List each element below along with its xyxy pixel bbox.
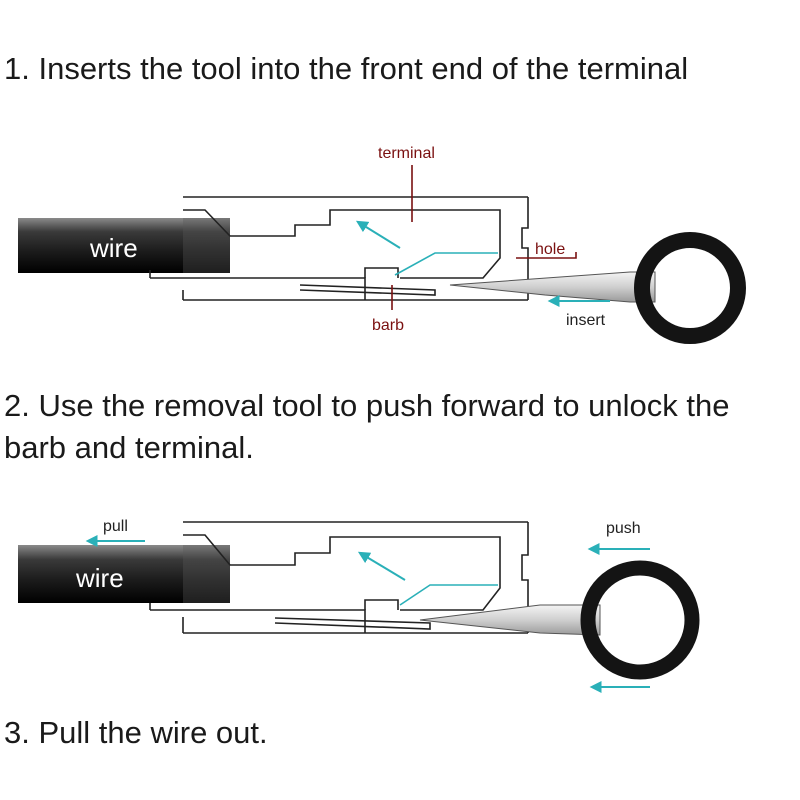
unlock-arrow-icon — [355, 220, 401, 249]
wire: wire — [18, 545, 230, 603]
connector-housing — [182, 196, 529, 301]
insert-label: insert — [566, 312, 606, 329]
hole-label: hole — [535, 241, 565, 258]
terminal — [149, 534, 501, 633]
hole-callout-line — [516, 252, 577, 259]
diagram-insert-tool: wire terminal hole barb insert — [18, 145, 746, 344]
pull-label: pull — [103, 518, 128, 535]
tool-ring-icon — [634, 232, 746, 344]
push-label: push — [606, 520, 641, 537]
step-3-instruction: 3. Pull the wire out. — [4, 715, 268, 750]
step-2-instruction: 2. Use the removal tool to push forward … — [4, 388, 730, 465]
step-1-instruction: 1. Inserts the tool into the front end o… — [4, 51, 689, 86]
diagram-push-and-pull: wire pull push — [18, 518, 700, 693]
barb — [394, 252, 498, 276]
connector-housing — [182, 521, 529, 634]
barb — [399, 584, 498, 606]
terminal-label: terminal — [378, 145, 435, 162]
removal-tool — [449, 232, 746, 344]
wire-label: wire — [89, 233, 138, 263]
unlock-arrow-icon — [357, 551, 406, 581]
tool-ring-icon — [580, 560, 700, 680]
wire-label: wire — [75, 563, 124, 593]
barb-label: barb — [372, 317, 404, 334]
removal-tool — [419, 560, 700, 680]
wire: wire — [18, 218, 230, 273]
